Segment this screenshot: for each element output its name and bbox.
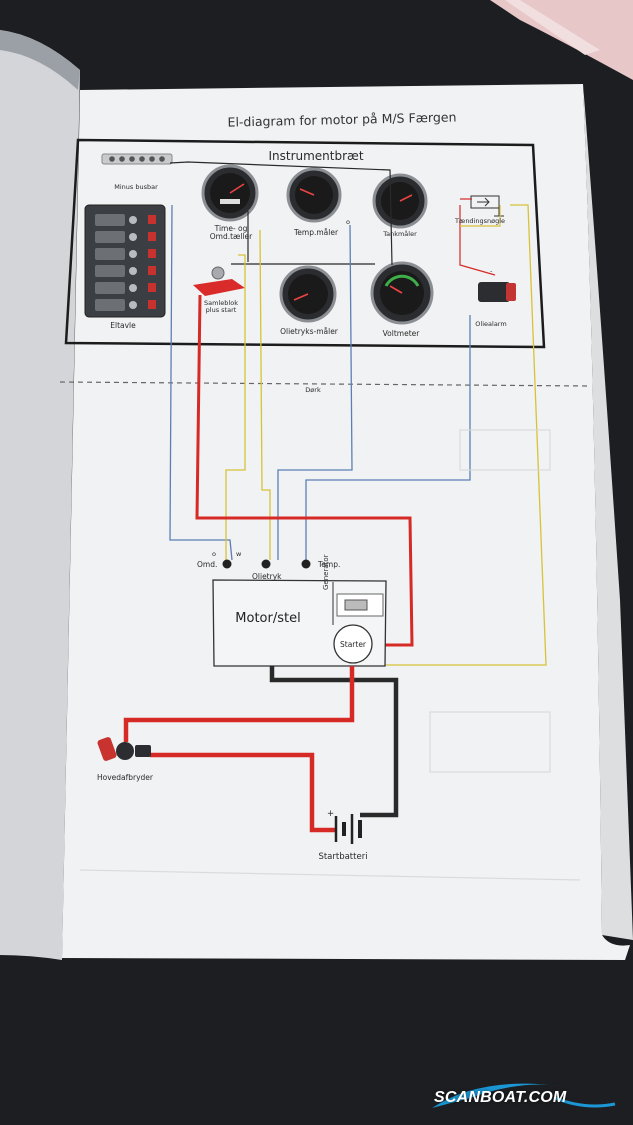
- label-oil-gauge: Olietryks-måler: [280, 327, 338, 336]
- alarm-plus-wire: [459, 205, 496, 276]
- paper-sheet: [62, 84, 630, 960]
- temp-gauge: [286, 167, 342, 223]
- label-omd: Omd.: [197, 560, 218, 569]
- plus-cable-to-switch: [123, 666, 355, 742]
- tachometer-gauge: [201, 164, 259, 222]
- samleblok-plus-start: [193, 266, 245, 296]
- label-temp-gauge: Temp.måler: [293, 228, 339, 237]
- oil-pressure-gauge: [279, 265, 337, 323]
- panel-title: Instrumentbræt: [268, 149, 364, 163]
- ignition-yellow-wire: [460, 205, 501, 227]
- label-olietryk: Olietryk: [252, 572, 282, 581]
- switch-panel: [84, 204, 166, 318]
- plus-cable-to-battery: [150, 752, 335, 833]
- motor-label: Motor/stel: [235, 611, 301, 626]
- label-oil-alarm: Oliealarm: [475, 320, 507, 328]
- terminal-omd: [222, 559, 232, 569]
- blue-wire-temp: [305, 315, 471, 560]
- label-samleblok: Samleblok plus start: [204, 299, 238, 314]
- label-eltavle: Eltavle: [110, 321, 136, 330]
- yellow-wire-tacho: [225, 254, 246, 560]
- tank-gauge: [372, 173, 428, 229]
- main-switch: [97, 737, 151, 761]
- red-wire-starter: [195, 294, 414, 647]
- label-o-panel: o: [346, 218, 350, 226]
- label-voltmeter: Voltmeter: [382, 329, 420, 338]
- blue-wire-omd: [169, 204, 233, 561]
- label-ignition: Tændingsnøgle: [454, 217, 506, 225]
- label-tach: Time- og Omd.tæller: [209, 224, 253, 241]
- terminal-temp: [301, 559, 311, 569]
- label-battery: Startbatteri: [318, 852, 368, 862]
- battery-plus-sign: +: [327, 809, 335, 819]
- starter-circle: [333, 624, 373, 664]
- pink-cloth: [490, 0, 633, 80]
- terminal-olietryk: [261, 559, 271, 569]
- generator-symbol: [336, 593, 384, 617]
- oil-alarm-buzzer: [478, 282, 516, 302]
- label-temp: Temp.: [318, 560, 341, 569]
- label-tank-gauge: Tankmåler: [383, 230, 417, 238]
- blue-wire-oil: [277, 224, 353, 560]
- instrument-panel-frame: [64, 138, 546, 349]
- label-minus-busbar: Minus busbar: [114, 183, 158, 191]
- stacked-pages: [583, 84, 633, 940]
- scanboat-logo-wave: [554, 1096, 616, 1108]
- label-w-motor: w: [236, 550, 242, 558]
- scanboat-watermark: SCANBOAT.COM: [434, 1089, 567, 1106]
- ground-cable: [269, 666, 399, 818]
- label-o-motor: o: [212, 550, 216, 558]
- generator-label: Generator: [322, 554, 330, 590]
- label-deck: Dørk: [305, 386, 321, 394]
- scanboat-logo-swoosh: [432, 1083, 560, 1108]
- deck-line: [59, 381, 591, 387]
- page-edge-shadow: [0, 30, 80, 90]
- minus-busbar: [101, 153, 173, 165]
- ignition-key-symbol: [470, 195, 504, 217]
- label-main-switch: Hovedafbryder: [96, 773, 154, 782]
- cloth-stripe: [505, 0, 600, 55]
- yellow-wire-generator: [378, 204, 547, 666]
- label-minus-alarm: -: [490, 267, 493, 275]
- panel-ground-wire: [169, 161, 393, 266]
- voltmeter-gauge: [370, 261, 434, 325]
- yellow-wire-oil: [259, 229, 271, 560]
- page-curl: [0, 30, 80, 960]
- battery-symbol: [334, 814, 362, 844]
- starter-label: Starter: [340, 640, 367, 649]
